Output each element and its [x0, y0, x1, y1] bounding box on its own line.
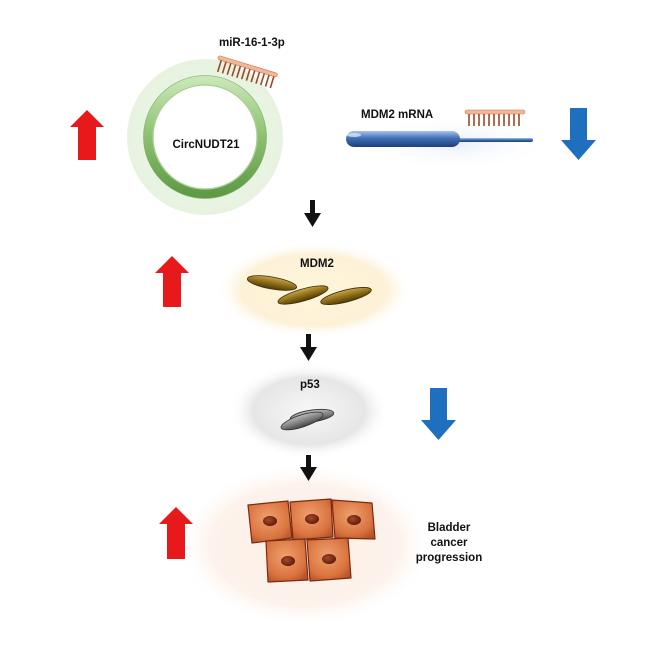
up-arrow-progression	[159, 507, 193, 559]
flow-arrow-2	[300, 334, 317, 361]
cancer-cell	[247, 500, 293, 544]
outcome-label-line1: Bladder	[428, 522, 471, 534]
outcome-label-line2: cancer	[430, 537, 468, 549]
mdm2-label: MDM2	[300, 258, 334, 270]
circrna-label: CircNUDT21	[172, 139, 240, 151]
mirna-label: miR-16-1-3p	[219, 37, 285, 49]
up-arrow-mdm2	[155, 256, 189, 307]
mdm2-mrna-icon	[346, 131, 533, 147]
cancer-cell	[265, 538, 309, 583]
p53-label: p53	[300, 379, 320, 391]
outcome-label-line3: progression	[416, 552, 482, 564]
down-arrow-p53	[421, 388, 456, 440]
down-arrow-mdm2-mrna	[561, 108, 596, 160]
bladder-cancer-cells-icon	[247, 498, 376, 583]
circnudt21-circle	[143, 75, 267, 199]
p53-protein-icon	[280, 408, 335, 431]
mdm2-mrna-label: MDM2 mRNA	[361, 109, 433, 121]
up-arrow-circnudt21	[70, 110, 104, 160]
mirna-on-mrna-icon	[464, 109, 526, 126]
flow-arrow-1	[304, 200, 321, 227]
flow-arrow-3	[300, 455, 317, 481]
cancer-cell	[306, 537, 352, 582]
mirna-strand-icon	[216, 55, 278, 89]
cancer-cell	[331, 499, 376, 540]
mdm2-protein-icon	[246, 275, 372, 305]
cancer-cell	[289, 498, 334, 541]
